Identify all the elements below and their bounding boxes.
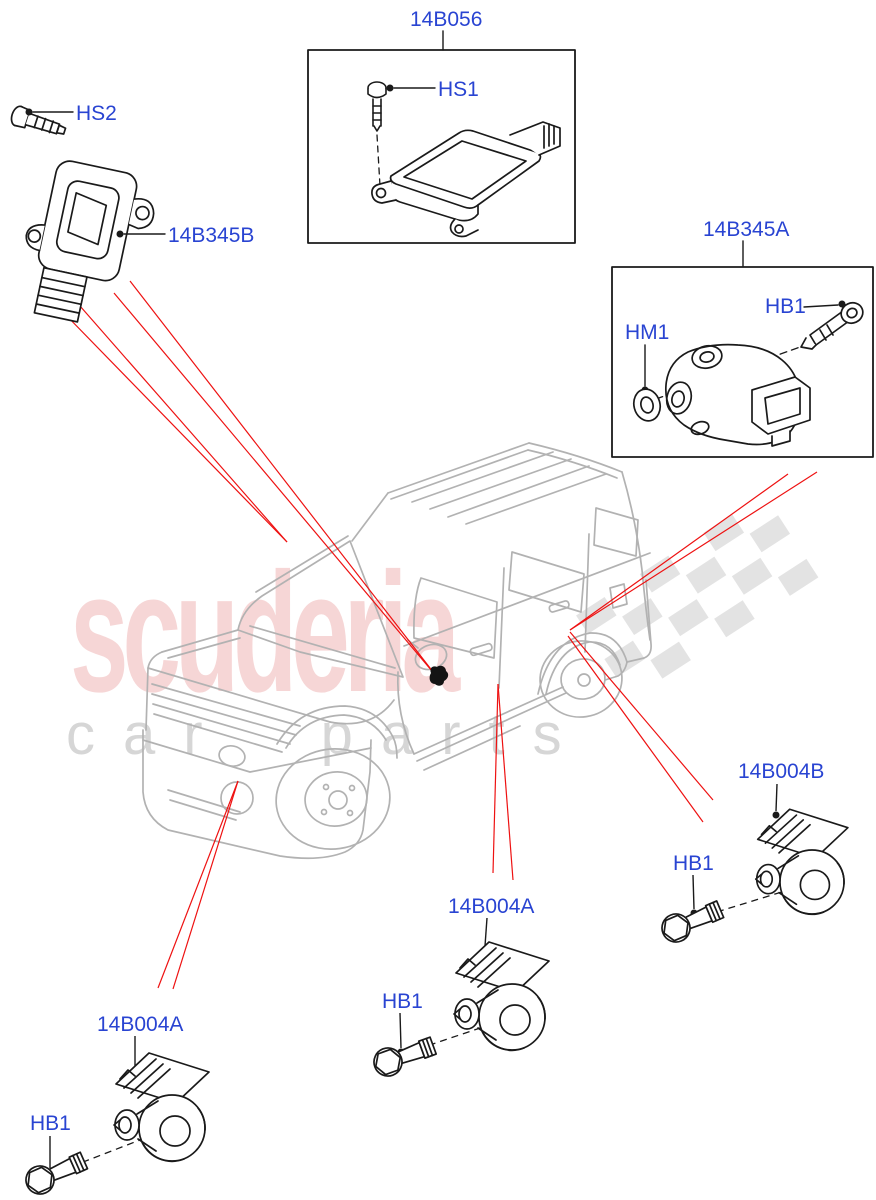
red-callout-lines	[62, 280, 818, 990]
front-impact-sensor-drawing	[25, 160, 155, 323]
label-side-sensor-right-bolt: HB1	[673, 852, 714, 875]
side-sensor-right-group	[656, 783, 849, 948]
label-side-sensor-left-bolt: HB1	[30, 1112, 71, 1135]
label-module-bolt: HS1	[438, 78, 479, 101]
label-module-box: 14B056	[410, 8, 483, 31]
label-side-sensor-left: 14B004A	[97, 1013, 184, 1036]
hs2-bolt-drawing	[10, 105, 67, 135]
vehicle-drawing	[142, 442, 652, 860]
front-sensor-group	[10, 105, 166, 323]
rear-sensor-box-frame	[611, 266, 874, 458]
watermark-brand: scuderia	[70, 538, 460, 728]
label-front-sensor: 14B345B	[168, 224, 255, 247]
rear-impact-sensor-drawing	[664, 343, 811, 447]
label-front-sensor-bolt: HS2	[76, 102, 117, 125]
watermark-subtitle: car parts	[66, 702, 590, 767]
hm1-washer-drawing	[632, 388, 662, 422]
module-box-frame	[307, 49, 576, 244]
label-side-sensor-right: 14B004B	[738, 760, 825, 783]
hb1-bolt-box-drawing	[800, 301, 864, 350]
label-rear-sensor-nut: HM1	[625, 321, 670, 344]
label-side-sensor-mid-bolt: HB1	[382, 990, 423, 1013]
module-box-group	[307, 30, 576, 244]
airbag-module-drawing	[371, 121, 561, 238]
label-side-sensor-mid: 14B004A	[448, 895, 535, 918]
side-sensor-left-group	[20, 1036, 210, 1200]
label-rear-sensor-bolt: HB1	[765, 295, 806, 318]
rear-sensor-box-group	[611, 240, 874, 458]
label-rear-sensor-box: 14B345A	[703, 218, 790, 241]
module-bolt-hs1	[367, 81, 387, 187]
door-sensor-location-blob	[429, 665, 449, 686]
side-sensor-mid-group	[369, 917, 550, 1081]
checkered-flag-watermark	[576, 514, 819, 679]
